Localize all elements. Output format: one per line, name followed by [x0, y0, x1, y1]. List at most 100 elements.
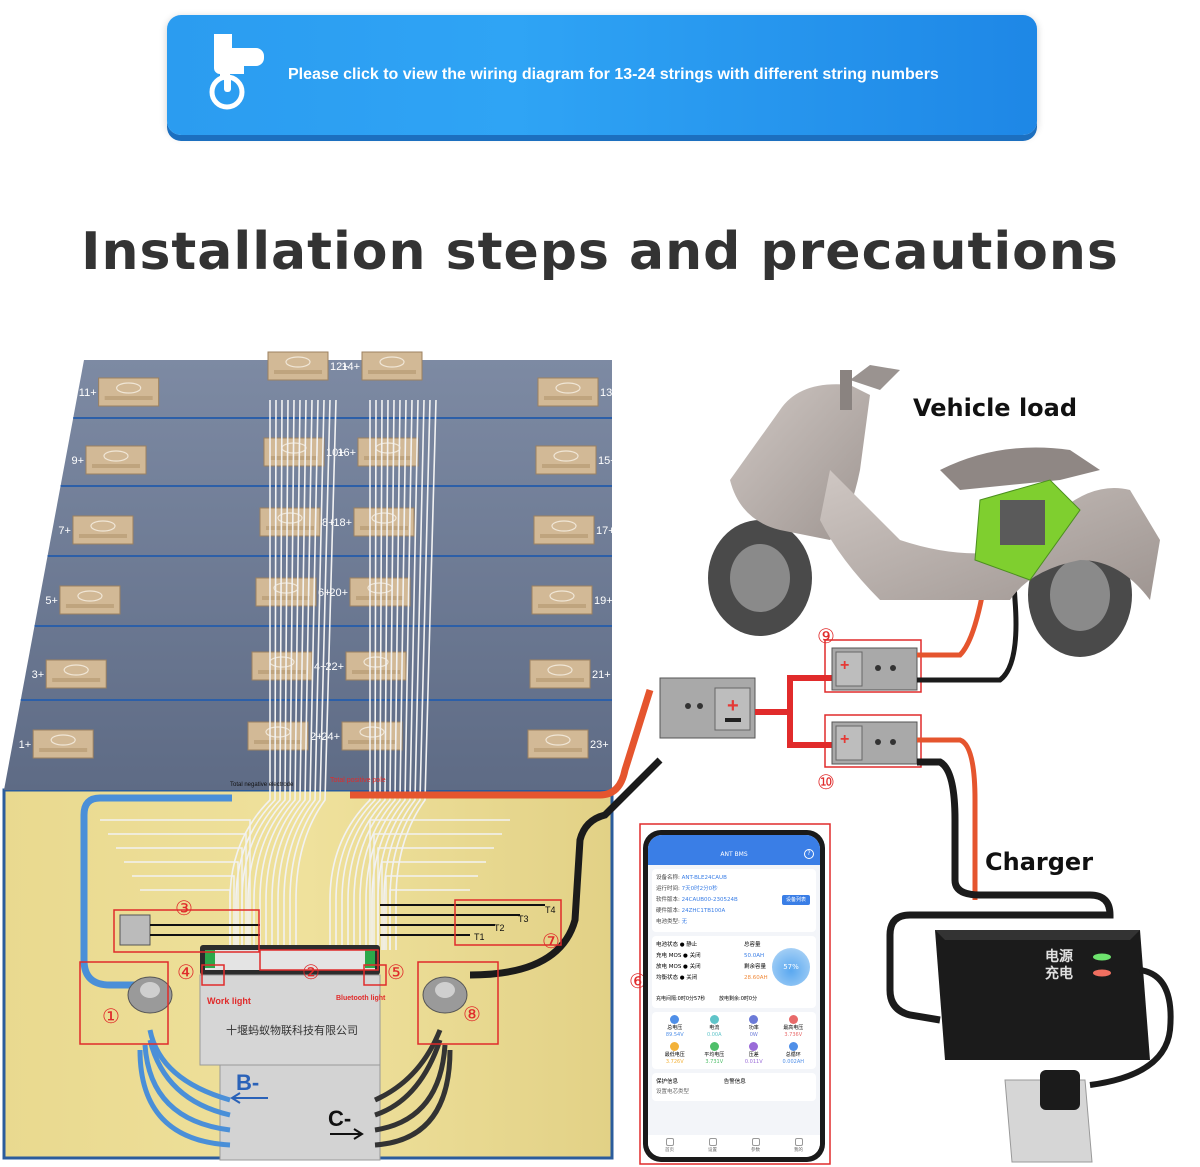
balance-wire: [347, 399, 389, 950]
balance-wire: [383, 399, 425, 950]
work-light-label: Work light: [207, 996, 251, 1006]
pole-negative-label: Total negative electrode: [230, 782, 294, 788]
bms-brand-text: 十堰蚂蚁物联科技有限公司: [226, 1023, 358, 1037]
vehicle-black-cable: [917, 549, 1019, 683]
cell-label: 1+: [19, 739, 32, 751]
cell-terminal: 1+: [19, 729, 94, 759]
metric-icon: [709, 1042, 719, 1051]
pointing-hand-power-icon: [209, 34, 264, 110]
temp-sensor-3: [119, 914, 151, 946]
b-minus-label: B-: [236, 1070, 259, 1095]
balance-wire: [371, 399, 413, 950]
negative-cable: [80, 794, 232, 989]
step-marker: ⑤: [387, 962, 405, 984]
wall-outlet: [1004, 1070, 1093, 1163]
cell-label: 18+: [333, 517, 352, 529]
cell-label: 22+: [325, 661, 344, 673]
main-connector: +: [659, 677, 756, 739]
cell-label: 17+: [596, 525, 615, 537]
app-info-row: 电池类型: 无: [656, 919, 688, 925]
cell-label: 11+: [79, 387, 97, 399]
connector-9: +: [831, 647, 918, 691]
soc-value: 57%: [783, 963, 799, 971]
capacity-value: 50.0AH: [744, 953, 765, 959]
app-status-row: 放电 MOS ● 关闭: [656, 964, 701, 970]
page-heading: Installation steps and precautions: [81, 222, 1119, 282]
balance-wire: [289, 399, 331, 950]
battery-top: [4, 360, 612, 790]
cell-terminal: 3+: [32, 659, 107, 689]
balance-wire: [247, 399, 289, 950]
metric-icon: [788, 1015, 798, 1024]
app-title: ANT BMS: [720, 851, 748, 858]
cell-label: 13+: [600, 387, 619, 399]
app-info-row: 软件版本: 24CAUB00-230524B: [656, 897, 738, 903]
balance-wire: [140, 889, 231, 950]
terminal-b-minus: [127, 976, 173, 1014]
cell-terminal: 11+: [79, 377, 160, 407]
nav-icon: [708, 1138, 717, 1146]
cell-label: 14+: [341, 361, 360, 373]
cell-terminal: 7+: [58, 515, 134, 545]
cell-terminal: 21+: [529, 659, 611, 689]
app-nav-item[interactable]: 首页: [665, 1138, 674, 1157]
cell-terminal: 14+: [341, 351, 423, 381]
balance-wire: [295, 399, 337, 950]
y-splitter-cable: [755, 675, 832, 748]
charge-interval: 充电间隔:0时0分57秒: [656, 996, 706, 1002]
balance-wire: [335, 399, 377, 950]
help-icon[interactable]: ?: [804, 849, 814, 859]
wiring-diagram-banner-button[interactable]: [167, 15, 1037, 135]
app-status-row: 电池状态 ● 静止: [656, 942, 698, 948]
charger-box: 电源 充电: [935, 930, 1150, 1060]
temp-sensor-label: T3: [518, 914, 529, 924]
setting-item: 设置电芯类型: [656, 1089, 690, 1095]
balance-wire: [359, 399, 401, 950]
step-marker: ①: [102, 1006, 120, 1028]
bluetooth-light-label: Bluetooth light: [336, 995, 386, 1002]
cell-label: 6+: [318, 587, 331, 599]
metric-icon: [709, 1015, 719, 1024]
temp-sensor-label: T2: [494, 923, 505, 933]
app-nav-item[interactable]: 设置: [708, 1138, 717, 1157]
nav-icon: [751, 1138, 760, 1146]
device-list-button[interactable]: 设备列表: [781, 895, 810, 905]
cell-label: 23+: [590, 739, 609, 751]
banner-text[interactable]: Please click to view the wiring diagram …: [288, 66, 939, 83]
app-bottom-nav: 首页 设置 参数 我的: [648, 1135, 820, 1157]
cell-terminal: 20+: [329, 577, 411, 607]
app-nav-item[interactable]: 参数: [751, 1138, 760, 1157]
alarm-info[interactable]: 告警信息: [723, 1079, 746, 1085]
balance-wire: [377, 847, 494, 950]
c-minus-cables: [373, 1029, 453, 1148]
balance-wire: [341, 399, 383, 950]
cell-label: 16+: [337, 447, 356, 459]
metric-icon: [749, 1015, 759, 1024]
balance-wire: [389, 889, 470, 950]
b-minus-cables: [137, 1029, 231, 1148]
step-marker: ⑦: [542, 931, 560, 953]
app-nav-item[interactable]: 我的: [794, 1138, 803, 1157]
svg-text:电源: 电源: [1045, 948, 1073, 964]
cell-label: 5+: [45, 595, 58, 607]
metric-icon: [749, 1042, 759, 1051]
cell-terminal: 13+: [537, 377, 619, 407]
cell-label: 8+: [322, 517, 335, 529]
cell-label: 21+: [592, 669, 611, 681]
cell-label: 7+: [58, 525, 71, 537]
step-marker: ⑩: [817, 772, 835, 794]
charger-black-cable: [886, 758, 1114, 1024]
app-info-row: 硬件版本: 24ZHC1TB100A: [656, 908, 726, 914]
balance-wire: [116, 847, 243, 950]
step-marker: ②: [302, 962, 320, 984]
metric-icon: [670, 1015, 680, 1024]
app-info-row: 设备名称: ANT-BLE24CAUB: [656, 875, 727, 881]
protect-info[interactable]: 保护信息: [656, 1079, 679, 1085]
pole-positive-label: Total positive pole: [330, 777, 386, 784]
